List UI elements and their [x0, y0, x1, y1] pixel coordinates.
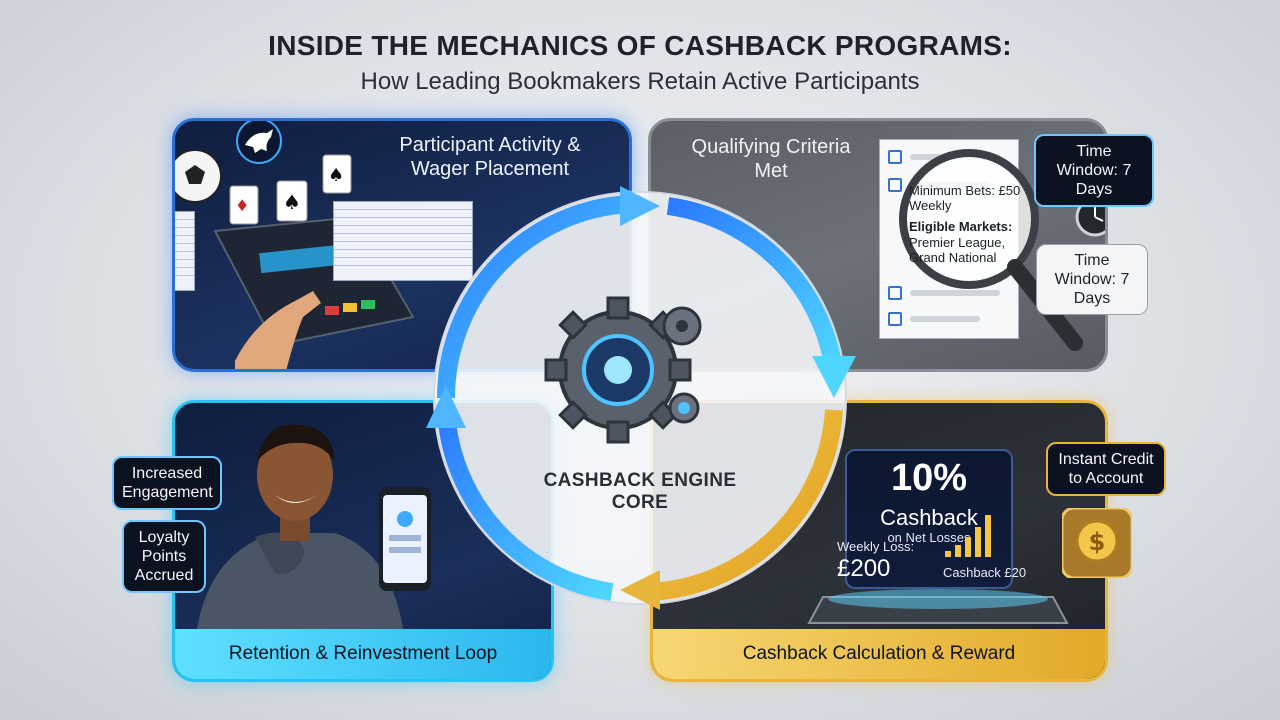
smartphone-icon — [379, 487, 431, 591]
weekly-loss-label: Weekly Loss: — [837, 539, 915, 554]
page-title: INSIDE THE MECHANICS OF CASHBACK PROGRAM… — [268, 30, 1012, 61]
cashback-label: Cashback — [880, 505, 978, 530]
cashback-percent: 10% — [890, 457, 968, 499]
football-icon — [175, 149, 222, 203]
svg-text:♠: ♠ — [283, 190, 301, 214]
time-window-callout-2: Time Window: 7 Days — [1036, 244, 1148, 315]
cashback-visual — [807, 515, 1069, 624]
weekly-loss-value: £200 — [837, 555, 891, 582]
horse-racing-icon — [236, 121, 282, 164]
panel-heading-wager: Participant Activity & Wager Placement — [399, 134, 581, 180]
criteria-markets-label: Eligible Markets: — [909, 219, 1013, 234]
coin-icon: $ — [1062, 508, 1132, 578]
cashback-value: Cashback £20 — [943, 565, 1027, 580]
page-subtitle: How Leading Bookmakers Retain Active Par… — [360, 68, 920, 95]
time-window-callout-1: Time Window: 7 Days — [1034, 134, 1154, 207]
svg-text:♠: ♠ — [328, 165, 344, 186]
odds-table-left — [175, 211, 195, 291]
criteria-min-bets: Minimum Bets: £50 Weekly — [909, 183, 1021, 213]
cashback-sublabel: on Net Losses — [887, 530, 971, 545]
loyalty-callout: Loyalty Points Accrued — [122, 520, 206, 593]
svg-text:♦: ♦ — [235, 196, 249, 215]
footer-retention: Retention & Reinvestment Loop — [175, 629, 551, 679]
checkbox-icon — [888, 150, 902, 164]
panel-retention-loop: Retention & Reinvestment Loop — [172, 400, 554, 682]
bar-chart-icon — [945, 515, 991, 557]
playing-cards-icon: ♦ ♠ ♠ — [229, 154, 352, 225]
panel-cashback-reward: 10% Cashback on Net Losses Weekly Loss: … — [650, 400, 1108, 682]
engagement-callout: Increased Engagement — [112, 456, 222, 510]
participant-illustration — [195, 424, 431, 643]
checkbox-icon — [888, 178, 902, 192]
criteria-markets: Premier League, Grand National — [909, 235, 1006, 265]
engine-core-label: CASHBACK ENGINE CORE — [543, 470, 737, 513]
odds-table-right — [333, 201, 473, 281]
checkbox-icon — [888, 286, 902, 300]
panel-heading-criteria: Qualifying Criteria Met — [691, 136, 851, 182]
footer-cashback: Cashback Calculation & Reward — [653, 629, 1105, 679]
svg-text:$: $ — [1089, 528, 1106, 556]
tablet-device-icon — [807, 589, 1069, 624]
panel-wager-placement: ♦ ♠ ♠ Participant Activity & Wager Place… — [172, 118, 632, 372]
checkbox-icon — [888, 312, 902, 326]
instant-credit-callout: Instant Credit to Account — [1046, 442, 1166, 496]
title-block: INSIDE THE MECHANICS OF CASHBACK PROGRAM… — [0, 30, 1280, 96]
